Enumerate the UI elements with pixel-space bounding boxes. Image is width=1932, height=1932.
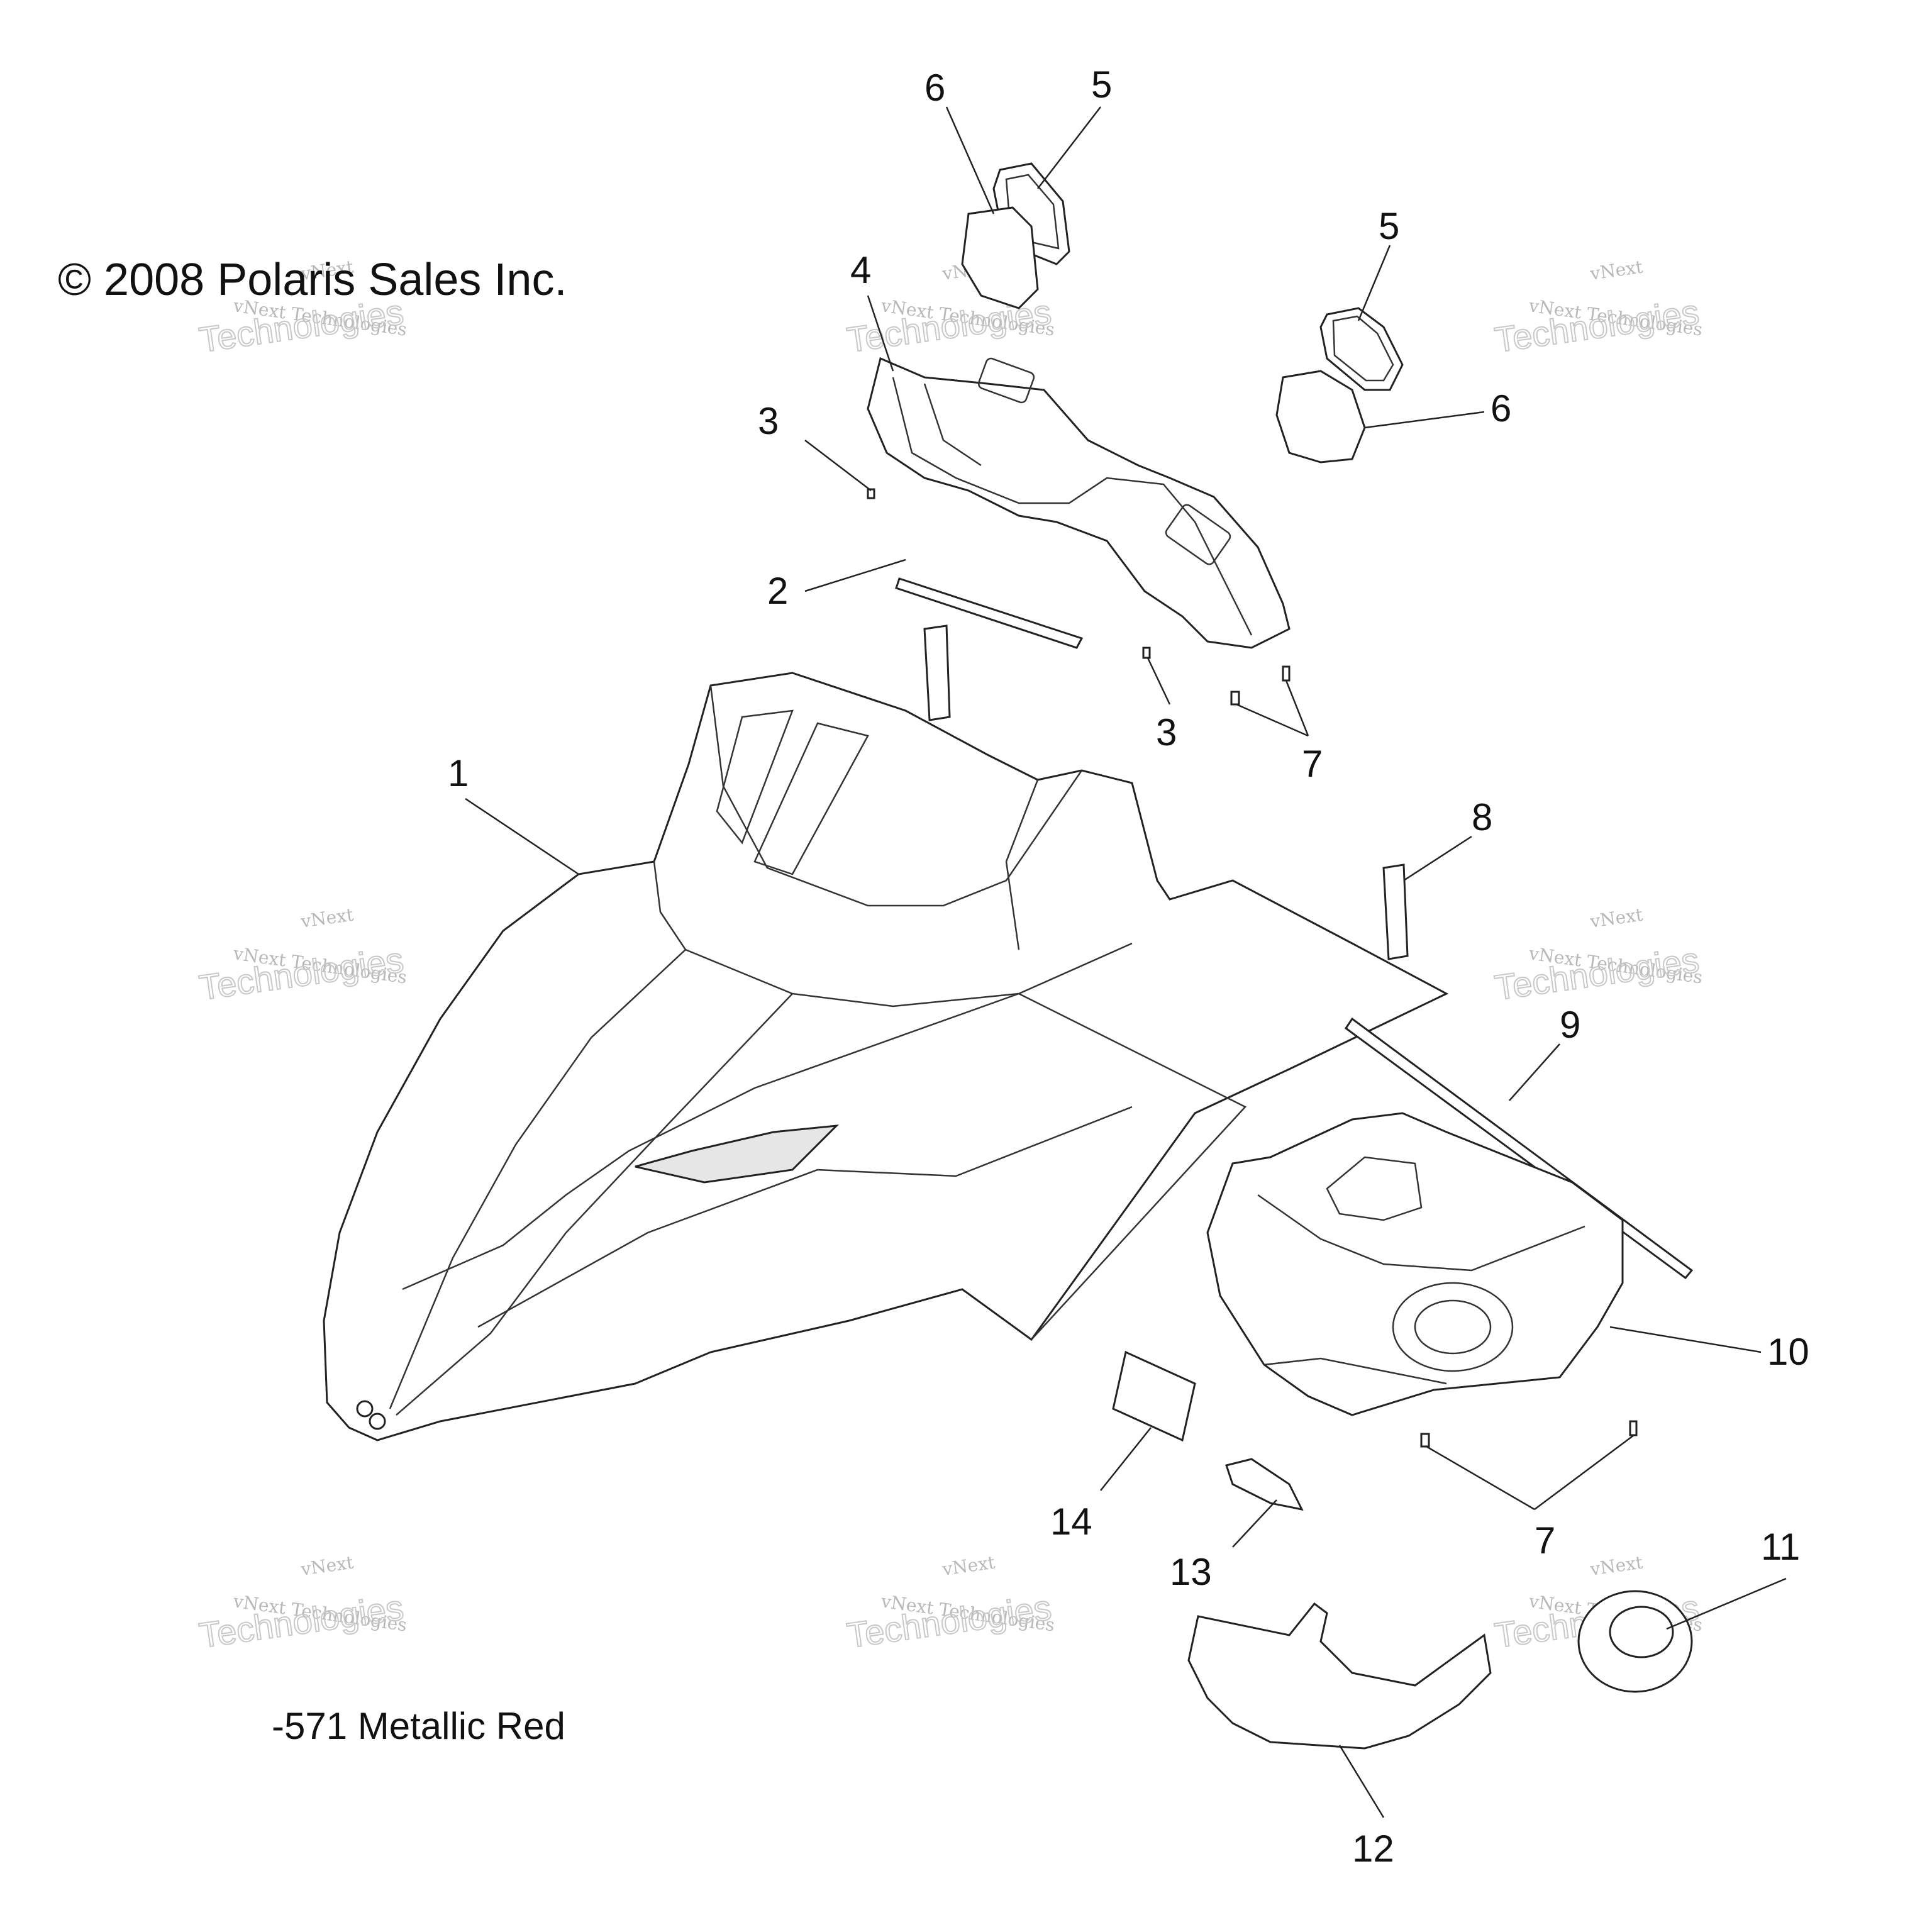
screw-part-7b <box>1420 1420 1638 1448</box>
leader-5a <box>1037 106 1101 189</box>
callout-13: 13 <box>1170 1551 1212 1593</box>
leader-6b <box>1364 411 1485 429</box>
strip-part-2 <box>895 577 1084 649</box>
callout-numbers: 1 2 3 3 4 5 5 6 6 7 7 8 9 10 11 12 13 14 <box>448 64 1809 1870</box>
callout-8: 8 <box>1472 796 1492 838</box>
ring-part-11 <box>1577 1590 1693 1693</box>
svg-text:vNext: vNext <box>1588 1552 1644 1580</box>
pad-part-12 <box>1187 1602 1492 1750</box>
callout-5b: 5 <box>1379 205 1399 247</box>
svg-text:Technologies: Technologies <box>197 940 406 1008</box>
watermark-mid-left: vNext vNext Technologies Technologies <box>196 904 408 1008</box>
callout-3b: 3 <box>1156 711 1177 753</box>
callout-11: 11 <box>1761 1526 1800 1568</box>
leader-7a-2 <box>1285 680 1309 736</box>
leader-5b <box>1357 245 1391 321</box>
callout-9: 9 <box>1560 1004 1580 1046</box>
callout-1: 1 <box>448 752 469 794</box>
copyright-notice: © 2008 Polaris Sales Inc. <box>58 255 567 305</box>
leader-2 <box>804 558 906 592</box>
callout-14: 14 <box>1050 1501 1092 1543</box>
console-part-10 <box>1206 1112 1624 1416</box>
bezel-part-5b <box>1319 307 1404 391</box>
leader-lines <box>465 106 1787 1818</box>
leader-4 <box>867 295 894 372</box>
leader-7b-1 <box>1426 1445 1535 1511</box>
dash-panel-part-4 <box>867 357 1291 649</box>
fastener-part-3a <box>867 488 875 499</box>
callout-6b: 6 <box>1491 387 1511 430</box>
svg-text:vNext: vNext <box>940 1552 996 1580</box>
callout-7a: 7 <box>1302 743 1323 785</box>
screw-part-7a <box>1230 665 1291 706</box>
hood-part-1 <box>323 672 1449 1441</box>
leader-1 <box>465 797 579 875</box>
svg-text:Technologies: Technologies <box>845 1587 1053 1655</box>
callout-4: 4 <box>850 249 871 291</box>
svg-text:Technologies: Technologies <box>1492 292 1701 360</box>
callout-6a: 6 <box>924 67 945 109</box>
leader-7a-1 <box>1236 703 1309 737</box>
lens-part-6a <box>961 206 1039 309</box>
leader-11 <box>1666 1577 1787 1630</box>
svg-text:Technologies: Technologies <box>1492 940 1701 1008</box>
leader-9 <box>1509 1043 1560 1101</box>
leader-12 <box>1338 1745 1385 1818</box>
callout-10: 10 <box>1767 1331 1809 1373</box>
label-part-14 <box>1112 1350 1196 1442</box>
svg-text:vNext: vNext <box>1588 256 1644 284</box>
bracket-part-8a <box>923 625 951 721</box>
svg-text:vNext: vNext <box>1588 904 1644 932</box>
leader-10 <box>1609 1326 1762 1353</box>
svg-text:Technologies: Technologies <box>197 1587 406 1655</box>
leader-6a <box>945 106 995 214</box>
leader-13 <box>1232 1499 1277 1548</box>
callout-12: 12 <box>1352 1828 1394 1870</box>
leader-8 <box>1403 835 1472 882</box>
leader-3a <box>804 440 872 491</box>
watermark-top-right: vNext vNext Technologies Technologies <box>1492 256 1704 360</box>
watermark-bottom-center: vNext vNext Technologies Technologies <box>844 1552 1056 1655</box>
callout-7b: 7 <box>1535 1519 1555 1562</box>
color-note: -571 Metallic Red <box>272 1705 565 1747</box>
callout-2: 2 <box>767 570 788 612</box>
lens-part-6b <box>1275 370 1366 464</box>
fastener-part-3b <box>1142 647 1151 659</box>
callout-3a: 3 <box>758 400 779 442</box>
callout-5a: 5 <box>1091 64 1112 106</box>
leader-14 <box>1100 1427 1152 1491</box>
bracket-part-8b <box>1382 863 1409 960</box>
watermark-mid-right: vNext vNext Technologies Technologies <box>1492 904 1704 1008</box>
leader-7b-2 <box>1534 1434 1635 1511</box>
leader-3b <box>1146 657 1171 705</box>
svg-text:vNext: vNext <box>299 904 355 932</box>
decal-part-13 <box>1225 1458 1304 1511</box>
svg-text:vNext: vNext <box>299 1552 355 1580</box>
watermark-bottom-left: vNext vNext Technologies Technologies <box>196 1552 408 1655</box>
